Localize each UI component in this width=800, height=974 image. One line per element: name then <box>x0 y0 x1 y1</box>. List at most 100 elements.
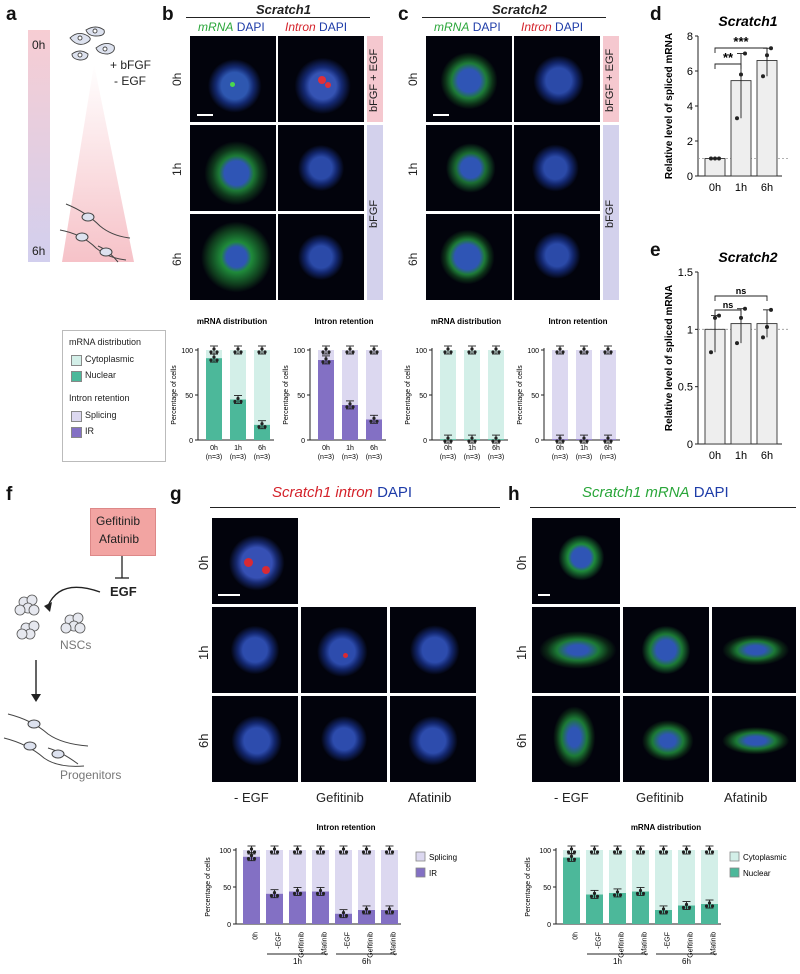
label-mrna: mRNA <box>434 20 470 34</box>
data-point <box>558 436 562 440</box>
y-axis-label: Percentage of cells <box>525 857 532 917</box>
data-point <box>641 891 646 896</box>
row-label-6h: 6h <box>514 733 529 748</box>
bar-ir <box>358 909 375 924</box>
data-point <box>641 850 646 854</box>
data-point <box>713 315 717 320</box>
data-point <box>364 847 369 851</box>
data-point <box>592 847 597 851</box>
x-tick-label: (n=3) <box>342 454 359 461</box>
panel-letter-c: c <box>398 4 409 25</box>
bar-cytoplasmic <box>440 350 456 440</box>
data-point <box>572 850 577 854</box>
data-point <box>298 850 303 854</box>
data-point <box>338 914 343 918</box>
data-point <box>664 850 669 854</box>
micrograph-g-gefitinib-1h <box>301 607 387 693</box>
micrograph-h-0h <box>532 518 620 604</box>
bar-cytoplasmic <box>655 850 672 910</box>
data-point <box>269 894 274 898</box>
progenitor-cells-icon <box>3 713 89 767</box>
panel-h-title: Scratch1 mRNA DAPI <box>582 484 729 501</box>
x-tick-label: 0h <box>573 932 580 940</box>
legend-bc: mRNA distribution Cytoplasmic Nuclear In… <box>62 330 166 462</box>
x-tick-label: Afatinib <box>391 932 398 955</box>
bar-splicing <box>266 850 283 894</box>
bar-splicing <box>600 350 616 440</box>
data-point <box>375 350 379 354</box>
data-point <box>681 850 686 854</box>
y-tick-label: 0 <box>535 438 539 445</box>
data-point <box>569 847 574 851</box>
label-intron: Intron <box>285 20 316 34</box>
panel-a: 0h 6h + bFGF - EGF <box>0 0 160 300</box>
condition-band-bfgf <box>603 125 619 300</box>
condition-label-bfgf-egf: bFGF + EGF <box>604 48 616 112</box>
neurosphere-icon <box>14 594 86 640</box>
y-axis-label: Percentage of cells <box>283 365 290 425</box>
y-axis-label: Percentage of cells <box>205 857 212 917</box>
group-label: 6h <box>362 957 371 966</box>
micrograph-g-gefitinib-6h <box>301 696 387 782</box>
panel-g-title: Scratch1 intron DAPI <box>272 484 412 501</box>
row-label-1h: 1h <box>170 162 184 176</box>
data-point <box>707 901 712 905</box>
data-point <box>572 857 577 861</box>
bar-splicing <box>342 350 358 405</box>
y-axis-label: Relative level of spliced mRNA <box>664 285 675 431</box>
bar-nuclear <box>206 358 222 440</box>
bar-ir <box>335 913 352 924</box>
data-point <box>324 347 328 351</box>
target-egf: EGF <box>110 584 137 599</box>
data-point <box>361 910 366 914</box>
title-underline <box>210 507 500 509</box>
data-point <box>618 850 623 854</box>
condition-band-bfgf-egf <box>603 36 619 122</box>
data-point <box>257 350 261 354</box>
data-point <box>609 439 613 443</box>
data-point <box>681 905 686 910</box>
y-axis-label: Relative level of spliced mRNA <box>664 33 675 179</box>
data-point <box>215 350 219 354</box>
data-point <box>233 399 237 404</box>
data-point <box>449 439 453 443</box>
data-point <box>324 357 328 361</box>
col-label-egf: - EGF <box>554 790 589 805</box>
micrograph-c-intron-6h <box>514 214 600 300</box>
data-point <box>263 425 267 429</box>
x-tick-label: -EGF <box>665 932 672 949</box>
bar-splicing <box>576 350 592 440</box>
data-point <box>292 891 297 896</box>
data-point <box>318 888 323 893</box>
data-point <box>470 347 474 351</box>
title-dapi: DAPI <box>693 484 729 501</box>
data-point <box>348 402 352 406</box>
data-point <box>209 350 213 354</box>
legend-label-cytoplasmic: Cytoplasmic <box>85 354 135 364</box>
bar-cytoplasmic <box>586 850 603 895</box>
data-point <box>684 847 689 851</box>
x-tick-label: (n=3) <box>318 454 335 461</box>
panel-c-images: Scratch2 mRNA DAPI Intron DAPI 0h 1h 6h … <box>396 0 628 310</box>
data-point <box>372 347 376 351</box>
bar-cytoplasmic <box>230 350 246 400</box>
row-label-0h: 0h <box>406 72 420 86</box>
data-point <box>344 914 349 918</box>
bar-splicing <box>289 850 306 892</box>
data-point <box>369 350 373 354</box>
data-point <box>212 355 216 359</box>
curved-arrow-icon <box>47 586 101 607</box>
chart-title: mRNA distribution <box>197 317 267 326</box>
data-point <box>761 74 765 79</box>
micrograph-h-afatinib-1h <box>712 607 796 693</box>
data-point <box>318 847 323 851</box>
y-axis-label: Percentage of cells <box>171 365 178 425</box>
data-point <box>615 847 620 851</box>
condition-label-bfgf: bFGF <box>368 199 380 228</box>
data-point <box>369 419 373 423</box>
x-tick-label: 0h <box>210 445 218 452</box>
micrograph-g-egf-6h <box>212 696 298 782</box>
micrograph-b-mrna-6h <box>190 214 276 300</box>
